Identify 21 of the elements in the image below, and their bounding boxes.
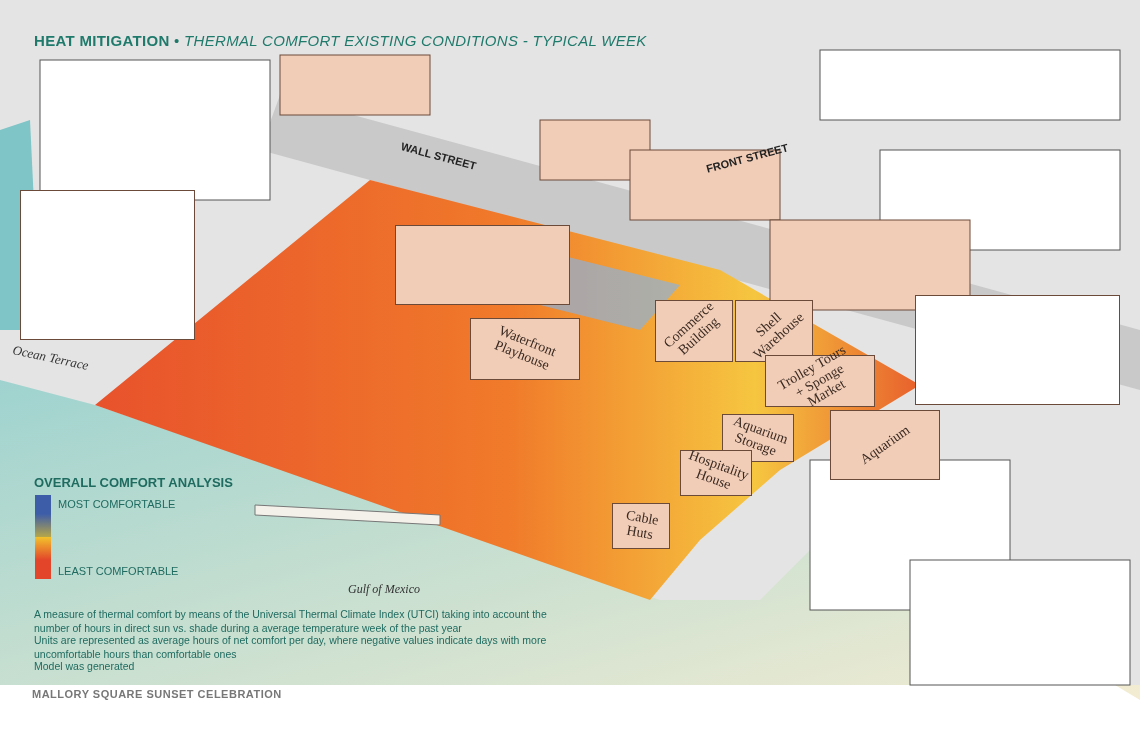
building-block <box>655 300 733 362</box>
building-block <box>470 318 580 380</box>
legend-label: MOST COMFORTABLE <box>58 498 176 510</box>
street-name: FRONT STREET <box>704 141 790 175</box>
building-block <box>612 503 670 549</box>
note-text: Model was generated <box>34 660 136 674</box>
building-block <box>735 300 813 362</box>
place-name: Gulf of Mexico <box>348 582 420 597</box>
caption: MALLORY SQUARE SUNSET CELEBRATION <box>32 688 282 700</box>
diagram-title: HEAT MITIGATION • THERMAL COMFORT EXISTING CONDITIONS - TYPICAL WEEK <box>34 32 647 49</box>
building-block <box>830 410 940 480</box>
building-block <box>915 295 1120 405</box>
building-name: Cable Huts <box>624 506 661 545</box>
note-text: Units are represented as average hours of net comfort per day, where negative values indicate days with more uncomfortable hours than comfortable ones <box>34 634 548 662</box>
legend-label: LEAST COMFORTABLE <box>58 565 179 577</box>
street-name: WALL STREET <box>399 140 478 172</box>
building-block <box>395 225 570 305</box>
building-block <box>20 190 195 340</box>
place-name: Ocean Terrace <box>11 342 90 374</box>
legend-title: OVERALL COMFORT ANALYSIS <box>34 475 233 490</box>
note-text: A measure of thermal comfort by means of the Universal Thermal Climate Index (UTCI) taking into account the number of hours in direct sun vs. shade during a average temperature week of the past year <box>34 608 548 636</box>
